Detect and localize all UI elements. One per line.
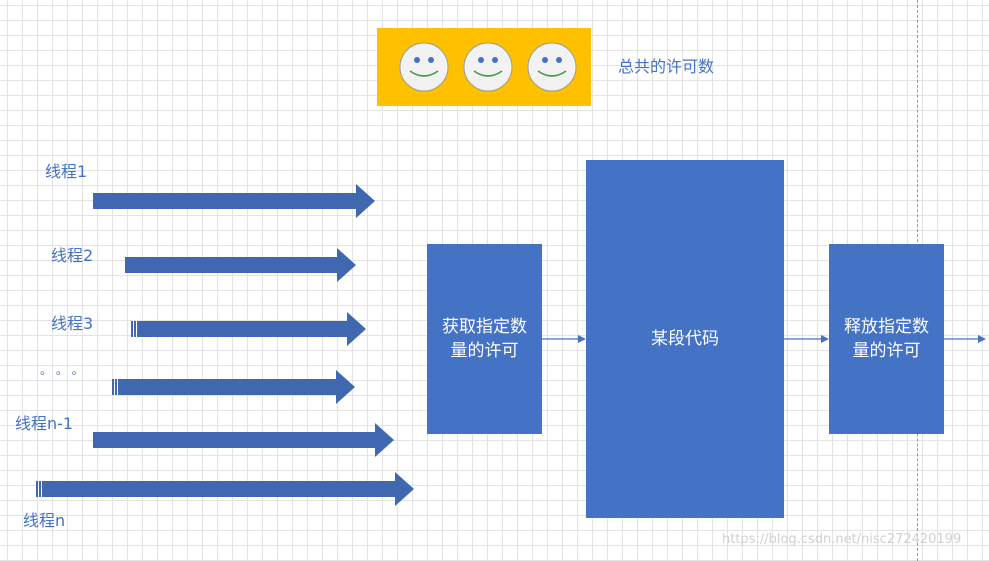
smiley-face-1 [399, 42, 449, 92]
connector-acquire-to-code [542, 335, 586, 343]
thread-arrow-6 [36, 472, 414, 506]
thread-arrow-3 [131, 312, 366, 346]
thread-arrow-1 [93, 184, 375, 218]
release-line-2: 量的许可 [852, 341, 921, 361]
thread-arrow-4 [112, 370, 355, 404]
watermark-text: https://blog.csdn.net/nisc272420199 [722, 532, 962, 547]
code-section-box: 某段代码 [586, 160, 784, 518]
thread-label-3: 线程3 [51, 314, 94, 333]
thread-label-ellipsis: 。 。 。 [40, 363, 84, 377]
acquire-permits-box: 获取指定数 量的许可 [427, 244, 542, 434]
acquire-line-2: 量的许可 [450, 341, 519, 361]
release-permits-box: 释放指定数 量的许可 [829, 244, 944, 434]
acquire-line-1: 获取指定数 [442, 317, 527, 337]
thread-label-1: 线程1 [45, 162, 88, 181]
code-section-label: 某段代码 [651, 329, 719, 349]
smiley-face-2 [463, 42, 513, 92]
thread-label-2: 线程2 [51, 246, 94, 265]
connector-release-out [944, 335, 986, 343]
release-line-1: 释放指定数 [844, 317, 929, 337]
connector-code-to-release [784, 335, 829, 343]
thread-arrow-2 [125, 248, 356, 282]
thread-label-n: 线程n [23, 511, 66, 530]
smiley-face-3 [527, 42, 577, 92]
permits-label: 总共的许可数 [618, 57, 715, 76]
thread-arrow-5 [93, 423, 394, 457]
thread-label-n-minus-1: 线程n-1 [15, 414, 74, 433]
